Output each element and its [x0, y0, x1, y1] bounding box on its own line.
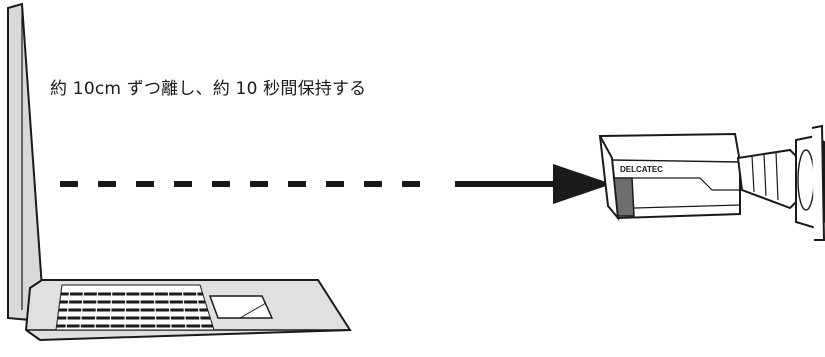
camera-icon: DELCATEC	[598, 124, 825, 241]
laptop-screen	[7, 2, 44, 322]
laptop-touchpad	[208, 295, 274, 319]
laptop-keyboard	[55, 284, 215, 331]
camera-mount-arm	[736, 148, 799, 210]
camera-lens	[613, 177, 635, 217]
laptop-icon	[7, 2, 352, 342]
camera-brand-label: DELCATEC	[620, 165, 663, 174]
instruction-text: 約 10cm ずつ離し、約 10 秒間保持する	[50, 79, 367, 99]
camera-front	[599, 135, 620, 222]
arrow-head	[553, 164, 612, 204]
dashed-arrow-icon	[60, 164, 612, 204]
